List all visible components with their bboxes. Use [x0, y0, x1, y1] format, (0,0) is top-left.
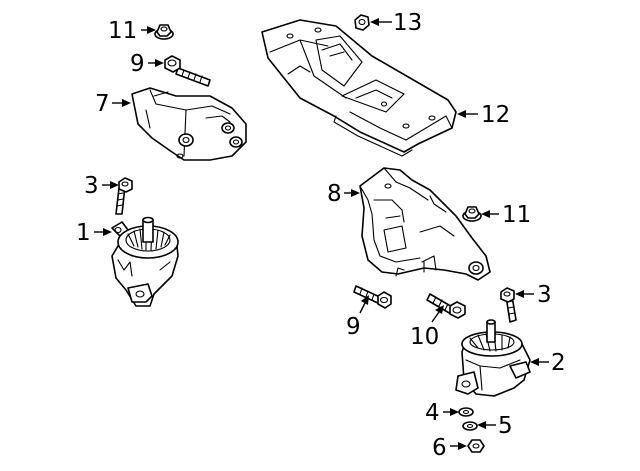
- callout-6: 6: [432, 435, 467, 461]
- callout-label-8: 8: [327, 181, 342, 207]
- callout-1: 1: [76, 220, 112, 246]
- bolt-part-10: [426, 293, 466, 319]
- callout-2: 2: [530, 350, 566, 376]
- callout-label-10: 10: [410, 324, 439, 350]
- callout-8: 8: [327, 181, 360, 207]
- callout-label-11-top: 11: [108, 18, 137, 44]
- nut-part-13: [354, 14, 370, 31]
- callout-9-bottom: 9: [346, 295, 369, 340]
- nut-part-6: [467, 439, 485, 453]
- bolt-part-9-bottom: [353, 285, 392, 309]
- callout-11-top: 11: [108, 18, 156, 44]
- bracket-part-8: [359, 167, 491, 281]
- callout-10: 10: [410, 305, 444, 350]
- flange-nut-part-11-top: [154, 24, 174, 40]
- bolt-part-9-top: [164, 55, 211, 87]
- callout-11-right: 11: [481, 202, 531, 228]
- crossmember-part-12: [261, 19, 457, 157]
- callout-label-4: 4: [425, 400, 440, 426]
- callout-label-7: 7: [95, 91, 110, 117]
- callout-label-3-right: 3: [537, 282, 552, 308]
- callout-3-right: 3: [515, 282, 552, 308]
- callout-label-11-right: 11: [502, 202, 531, 228]
- callout-label-3-left: 3: [84, 173, 99, 199]
- callout-label-6: 6: [432, 435, 447, 461]
- bracket-part-7: [131, 87, 247, 161]
- callout-12: 12: [457, 102, 510, 128]
- callout-label-12: 12: [481, 102, 510, 128]
- callout-9-top: 9: [130, 51, 164, 77]
- callout-label-9-top: 9: [130, 51, 145, 77]
- callout-label-13: 13: [393, 10, 422, 36]
- flange-nut-part-11-right: [462, 206, 482, 222]
- callout-13: 13: [370, 10, 422, 36]
- callout-5: 5: [477, 413, 513, 439]
- callout-4: 4: [425, 400, 459, 426]
- callout-label-2: 2: [551, 350, 566, 376]
- engine-mount-part-2: [455, 319, 531, 397]
- washer-part-4: [458, 407, 474, 417]
- callout-3-left: 3: [84, 173, 119, 199]
- callout-label-5: 5: [498, 413, 513, 439]
- callout-7: 7: [95, 91, 131, 117]
- callout-label-1: 1: [76, 220, 91, 246]
- callout-label-9-bottom: 9: [346, 314, 361, 340]
- bolt-part-3-left: [115, 177, 133, 215]
- washer-part-5: [462, 421, 478, 431]
- engine-mount-part-1: [111, 216, 179, 307]
- bolt-part-3-right: [500, 287, 517, 323]
